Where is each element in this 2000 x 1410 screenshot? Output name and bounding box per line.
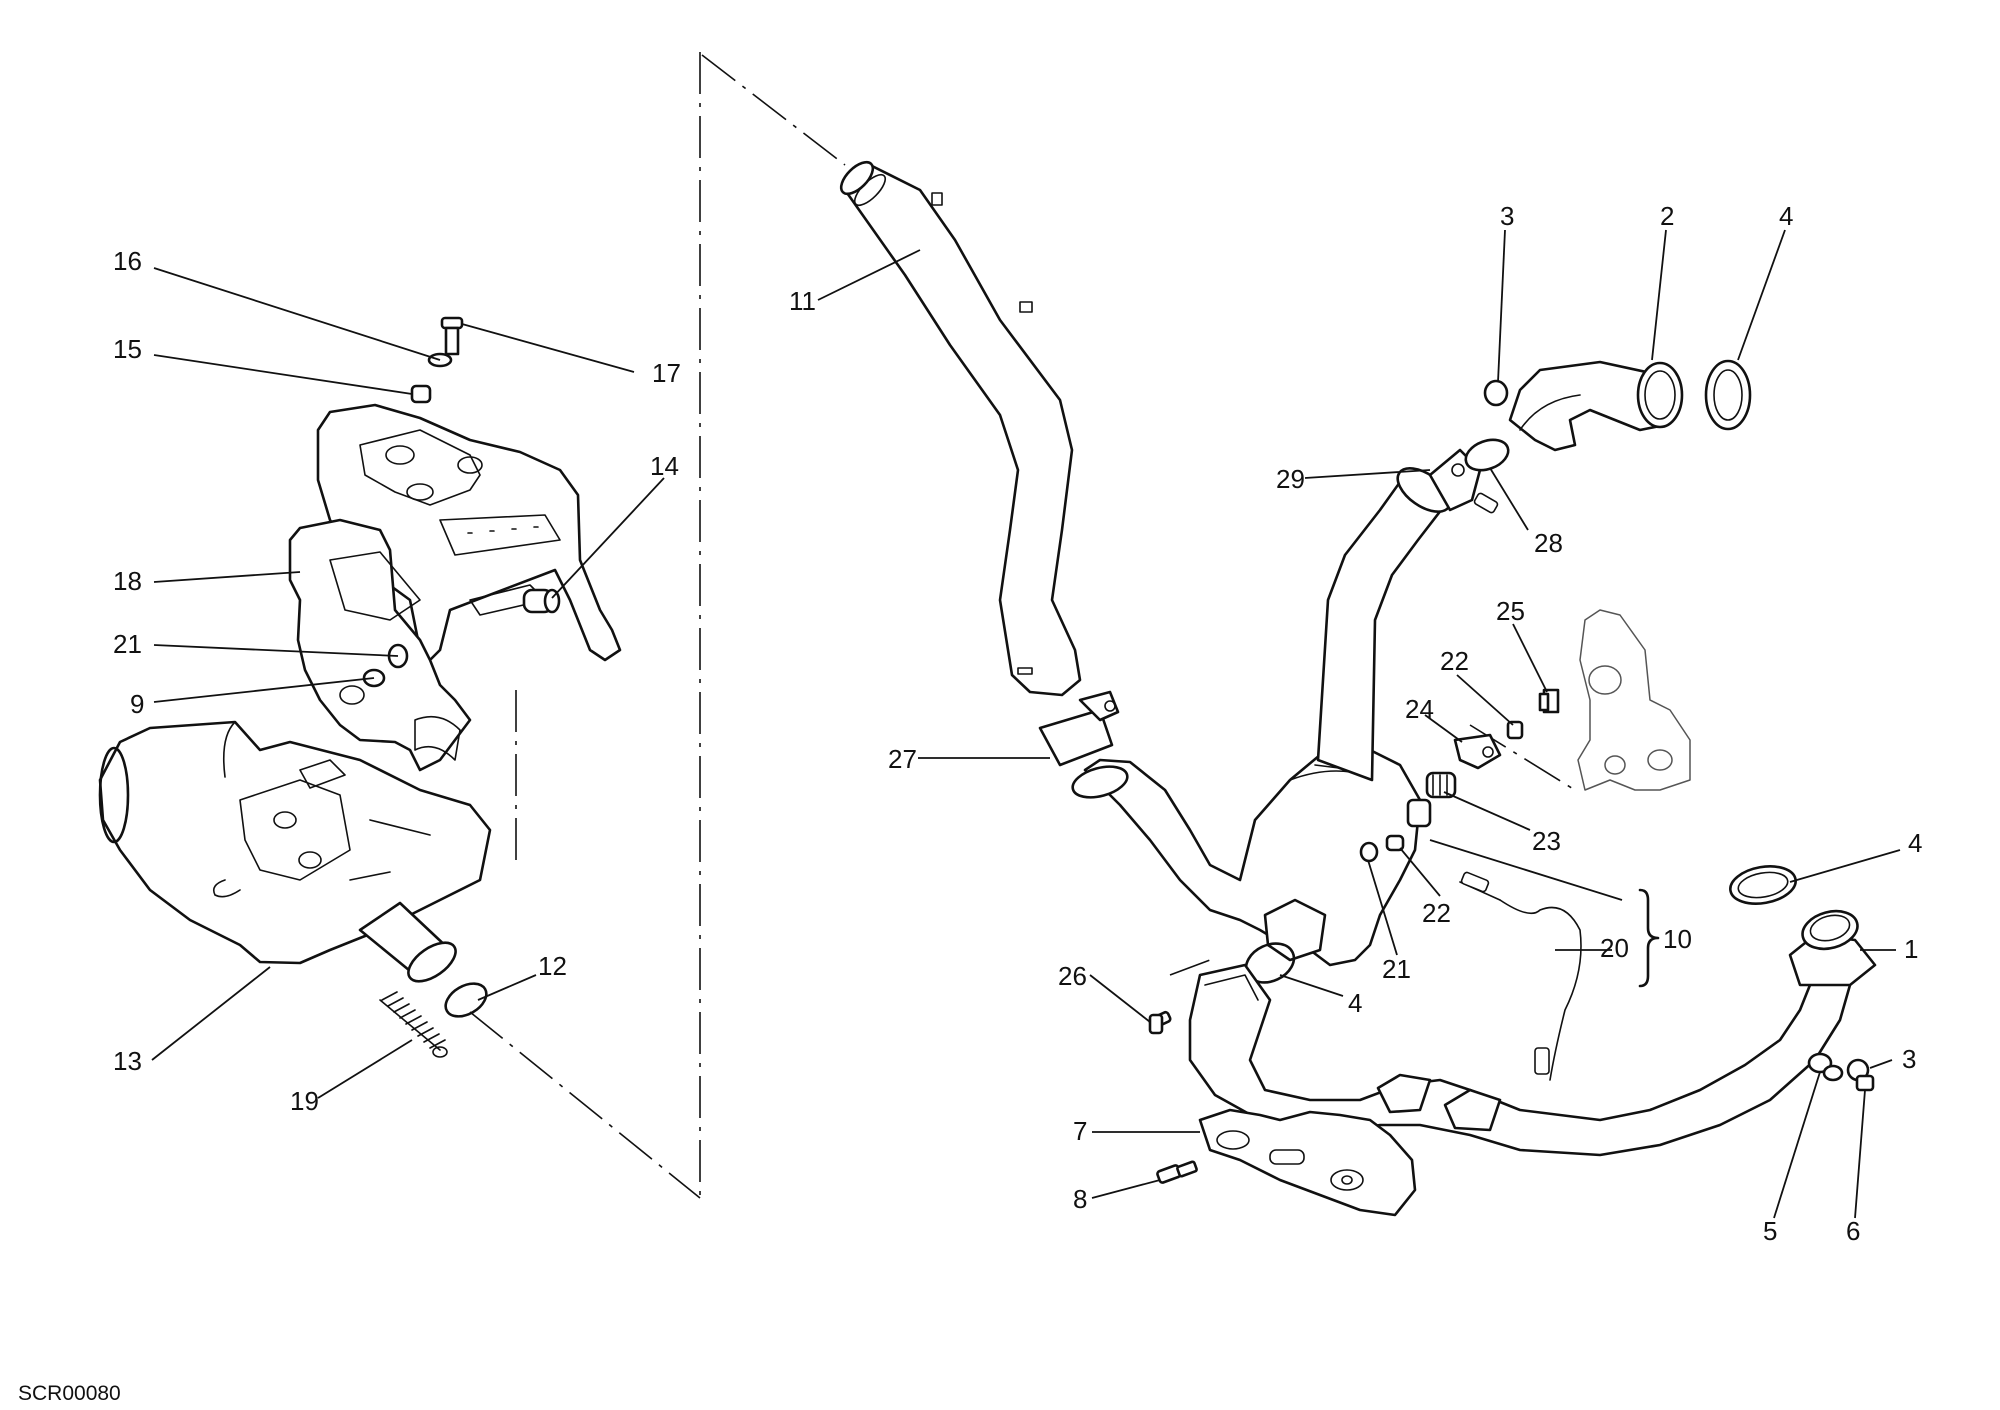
screw-17 <box>440 316 464 356</box>
screw-8 <box>1156 1160 1198 1184</box>
callout-1: 1 <box>1904 934 1918 964</box>
callout-12: 12 <box>538 951 567 981</box>
group-brace-10 <box>1638 888 1660 988</box>
callout-21-left: 21 <box>113 629 142 659</box>
callout-25: 25 <box>1496 596 1525 626</box>
callout-16: 16 <box>113 246 142 276</box>
callout-22-lower: 22 <box>1422 898 1451 928</box>
callout-5: 5 <box>1763 1216 1777 1246</box>
callout-6: 6 <box>1846 1216 1860 1246</box>
callout-10: 10 <box>1663 924 1692 954</box>
clamp-27 <box>1038 690 1120 767</box>
callout-24: 24 <box>1405 694 1434 724</box>
callout-17: 17 <box>652 358 681 388</box>
callout-20: 20 <box>1600 933 1629 963</box>
callout-21-right: 21 <box>1382 954 1411 984</box>
callout-3-lower: 3 <box>1902 1044 1916 1074</box>
nut-3-upper <box>1483 379 1509 407</box>
sensor-nut-23 <box>1425 771 1457 799</box>
gasket-12 <box>444 982 488 1018</box>
flange-1 <box>1788 909 1877 987</box>
lambda-probe-20 <box>1459 871 1582 1081</box>
callout-15: 15 <box>113 334 142 364</box>
callout-14: 14 <box>650 451 679 481</box>
callout-3-upper: 3 <box>1500 201 1514 231</box>
callout-8: 8 <box>1073 1184 1087 1214</box>
central-muffler-body <box>1071 743 1422 967</box>
spacer-22-lower <box>1385 834 1405 852</box>
frame-bracket-ghost <box>1577 609 1691 791</box>
cover-plate-24 <box>1453 733 1502 770</box>
gasket-4-upper <box>1704 359 1752 431</box>
callout-26: 26 <box>1058 961 1087 991</box>
callout-4-lower: 4 <box>1908 828 1922 858</box>
screw-26 <box>1148 1010 1172 1035</box>
leader-lines <box>151 229 1901 1219</box>
rear-exhaust-pipe-11 <box>839 160 1082 697</box>
flange-elbow-2 <box>1508 360 1684 452</box>
spring-19 <box>379 991 448 1058</box>
assembly-axis-lines <box>469 52 1576 1200</box>
mounting-bracket-frame <box>316 403 622 662</box>
callout-22-upper: 22 <box>1440 646 1469 676</box>
gasket-28 <box>1464 438 1510 472</box>
drawing-code: SCR00080 <box>18 1382 121 1405</box>
callout-4-upper: 4 <box>1779 201 1793 231</box>
callout-27: 27 <box>888 744 917 774</box>
heat-shield-18 <box>288 518 472 772</box>
callout-13: 13 <box>113 1046 142 1076</box>
silencer-outlet-pipe <box>358 901 457 983</box>
callout-9: 9 <box>130 689 144 719</box>
callout-7: 7 <box>1073 1116 1087 1146</box>
sensor-boss <box>1406 798 1432 828</box>
callout-28: 28 <box>1534 528 1563 558</box>
callout-19: 19 <box>290 1086 319 1116</box>
screw-25 <box>1538 688 1560 714</box>
spacer-22-upper <box>1506 720 1524 740</box>
callout-18: 18 <box>113 566 142 596</box>
callout-23: 23 <box>1532 826 1561 856</box>
callout-29: 29 <box>1276 464 1305 494</box>
silencer-13 <box>98 720 492 965</box>
spacer-15 <box>410 384 432 404</box>
rubber-bushing-14 <box>522 588 561 614</box>
nut-21-right <box>1359 841 1379 863</box>
callout-2: 2 <box>1660 201 1674 231</box>
callout-11: 11 <box>789 286 816 316</box>
heat-shield-7 <box>1198 1108 1417 1217</box>
upper-front-pipe <box>1316 467 1452 782</box>
callout-4-middle: 4 <box>1348 988 1362 1018</box>
gasket-4-lower <box>1729 865 1797 905</box>
callout-labels: 16 15 17 14 18 21 9 13 12 19 11 27 29 28… <box>113 201 1922 1246</box>
